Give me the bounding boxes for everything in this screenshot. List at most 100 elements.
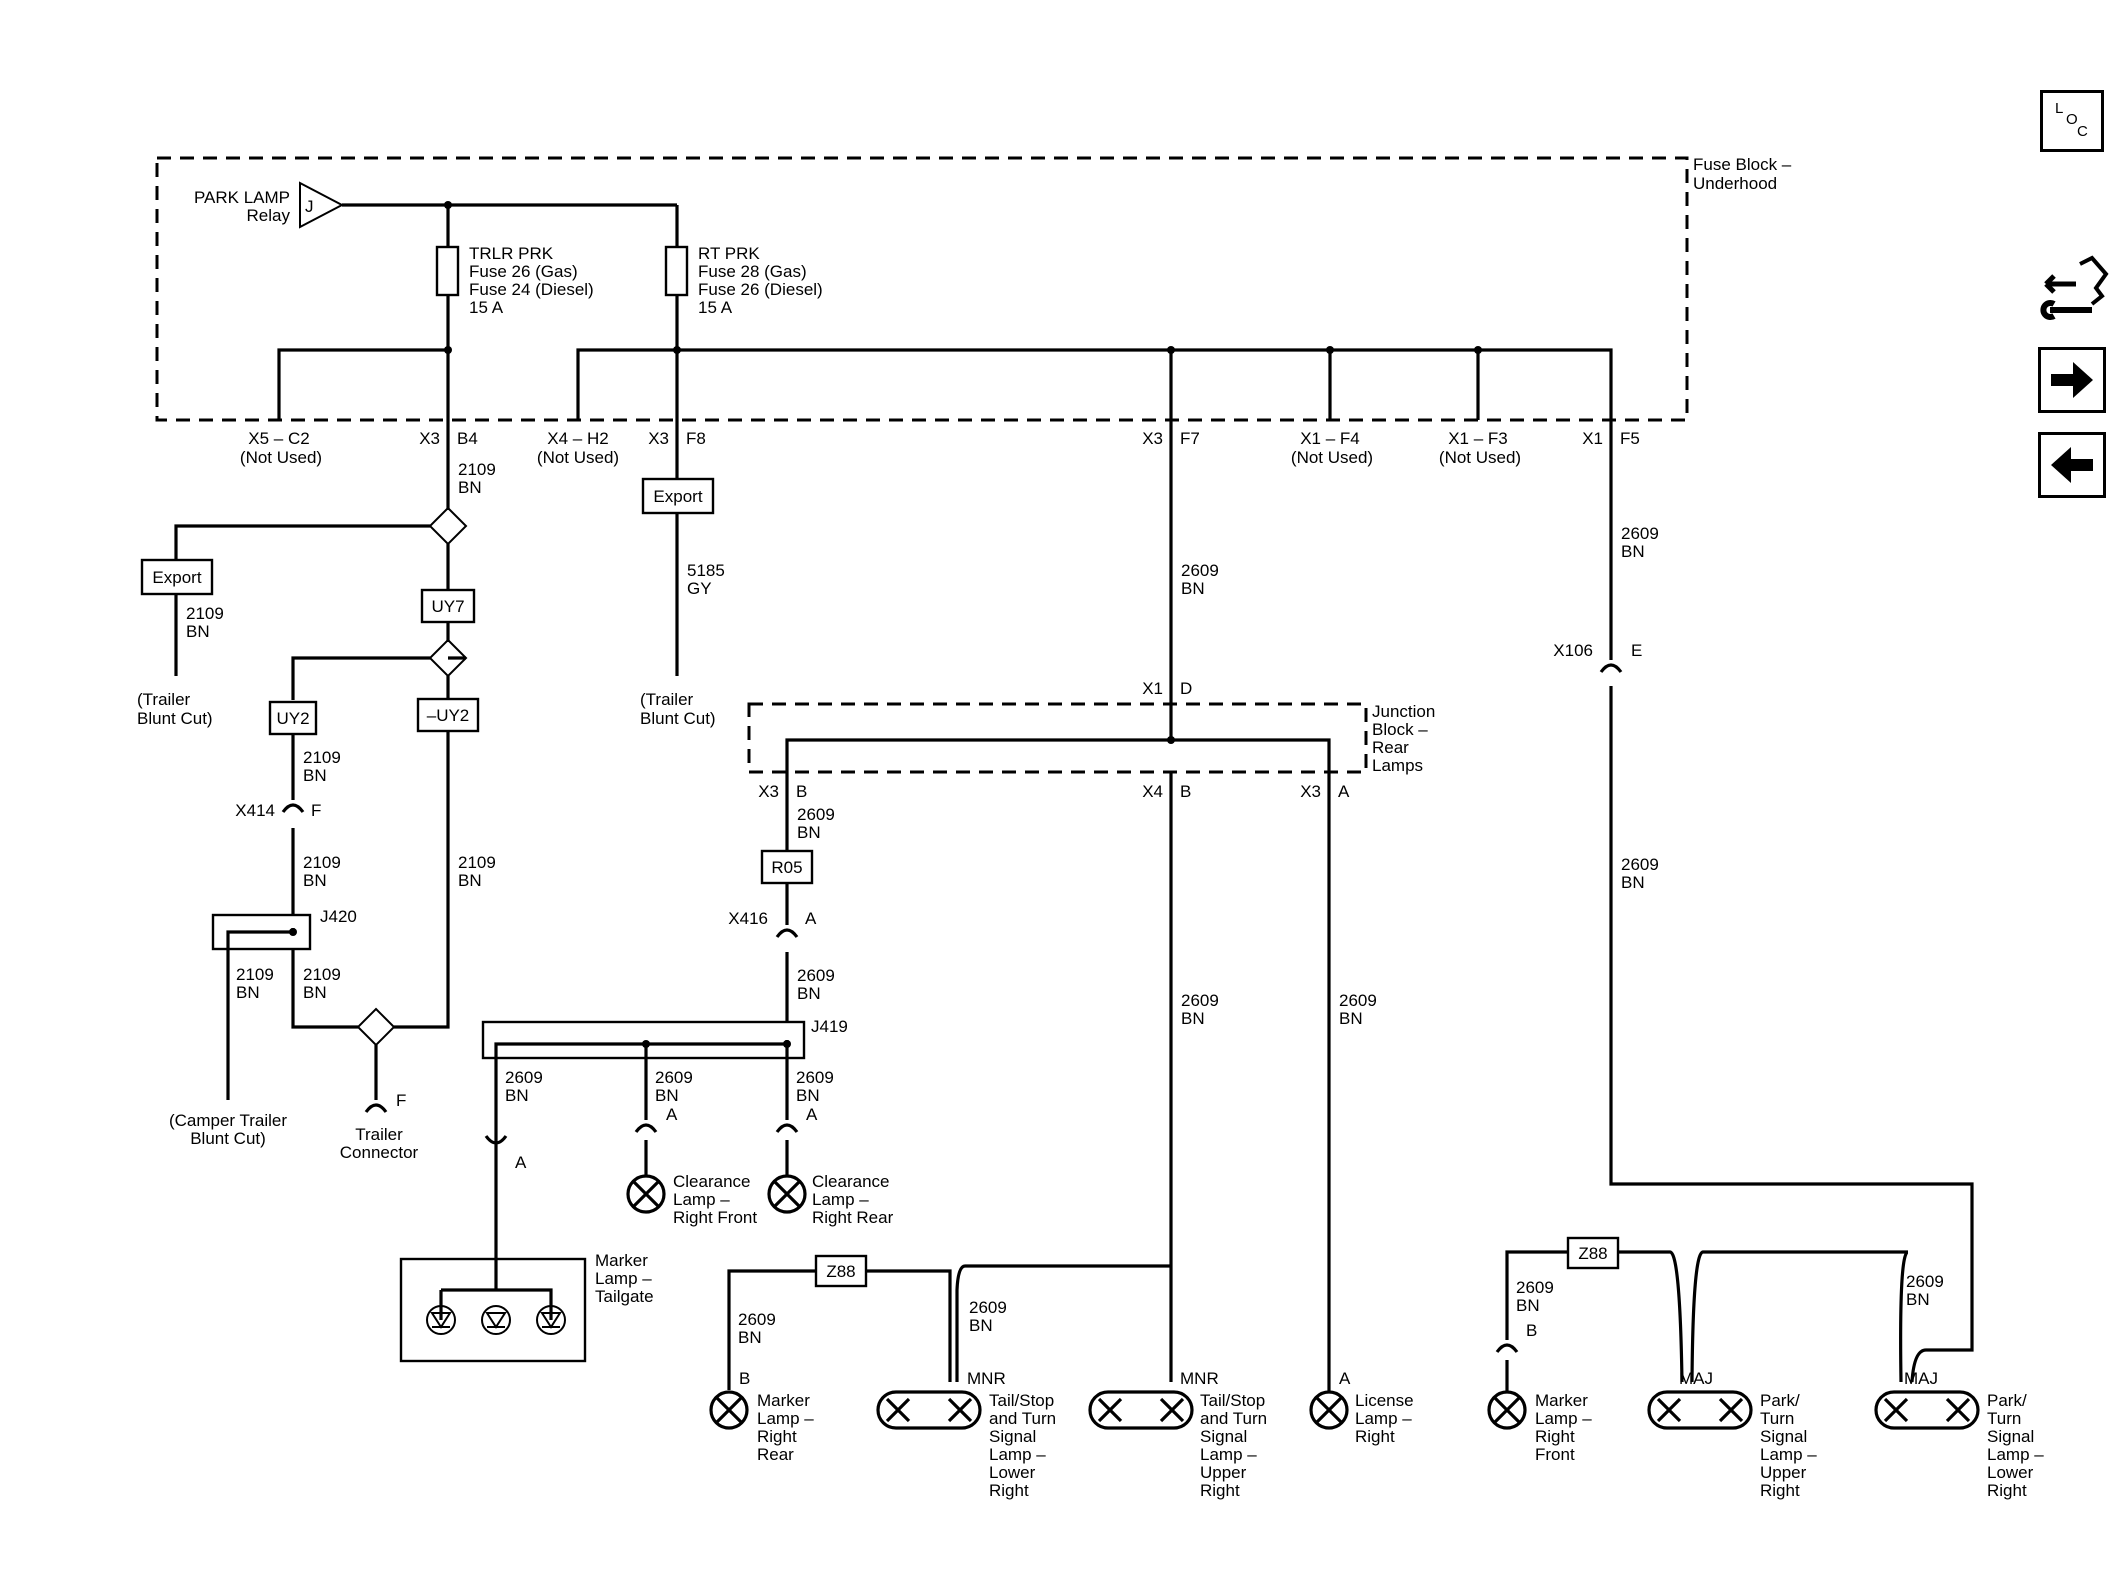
tail-upper-label: and Turn	[1200, 1409, 1267, 1428]
wire-label: 2609	[796, 1068, 834, 1087]
park-upper-label: Lamp –	[1760, 1445, 1817, 1464]
connector-view-icon[interactable]	[2040, 252, 2112, 324]
export-label: Export	[653, 487, 702, 506]
clear-front-pin: A	[666, 1105, 678, 1124]
location-icon[interactable]: L O C	[2040, 90, 2104, 152]
export-label: Export	[152, 568, 201, 587]
bus-2	[576, 348, 1613, 420]
junction-bus	[785, 738, 1331, 772]
x414-label: X414	[235, 801, 275, 820]
wire-z88-front	[1505, 1250, 1909, 1383]
wire-label: 2609	[1621, 855, 1659, 874]
wire-label: 2609	[797, 966, 835, 985]
clearance-front-label: Clearance	[673, 1172, 751, 1191]
uy2-box	[268, 700, 318, 736]
wire-label: 2609	[1621, 524, 1659, 543]
uy7-label: UY7	[431, 597, 464, 616]
wire-label: BN	[1181, 1009, 1205, 1028]
wire-label: BN	[797, 823, 821, 842]
park-lower-label: Lamp –	[1987, 1445, 2044, 1464]
splice-dot	[289, 928, 297, 936]
j419-label: J419	[811, 1017, 848, 1036]
junction-block-title: Lamps	[1372, 756, 1423, 775]
junction-out-conn: X3	[758, 782, 779, 801]
fuse-block-title: Underhood	[1693, 174, 1777, 193]
wire-label: 2109	[236, 965, 274, 984]
relay-label: PARK LAMP	[194, 188, 290, 207]
wire-label: 2109	[186, 604, 224, 623]
fuse1-label: TRLR PRK	[469, 244, 554, 263]
tail-upper-label: Upper	[1200, 1463, 1247, 1482]
x416-label: X416	[728, 909, 768, 928]
led-icon	[481, 1305, 511, 1335]
tail-lower-label: and Turn	[989, 1409, 1056, 1428]
tailgate-label: Marker	[595, 1251, 648, 1270]
splice-dot	[1474, 346, 1482, 354]
marker-front-label: Right	[1535, 1427, 1575, 1446]
bus-1	[277, 348, 450, 420]
wire-j420-right	[291, 949, 358, 1029]
wire-label: 2109	[303, 748, 341, 767]
junction-block-title: Block –	[1372, 720, 1428, 739]
marker-front-label: Front	[1535, 1445, 1575, 1464]
junction-block-outline	[747, 702, 1368, 774]
trailer-connector-label: Connector	[340, 1143, 419, 1162]
park-lower-label: Right	[1987, 1481, 2027, 1500]
wire-label: 2609	[1906, 1272, 1944, 1291]
junction-out-conn: X4	[1142, 782, 1163, 801]
park-upper-label: Park/	[1760, 1391, 1800, 1410]
uy7-box	[420, 588, 476, 624]
junction-in-conn: X1	[1142, 679, 1163, 698]
trailer-blunt-cut: Blunt Cut)	[640, 709, 716, 728]
output-f5-conn: X1	[1582, 429, 1603, 448]
junction-block-title: Rear	[1372, 738, 1409, 757]
fuse2-label: Fuse 26 (Diesel)	[698, 280, 823, 299]
tailgate-label: Tailgate	[595, 1287, 654, 1306]
option-diamond	[428, 506, 468, 546]
tail-lower-pin: MNR	[967, 1369, 1006, 1388]
wire-x4-to-z88	[955, 1264, 1171, 1382]
clearance-rear-connector	[775, 1123, 799, 1133]
wire-label: 5185	[687, 561, 725, 580]
fuse1	[435, 245, 460, 297]
wire-label: BN	[303, 871, 327, 890]
wire-label: BN	[505, 1086, 529, 1105]
trailer-connector-label: Trailer	[355, 1125, 403, 1144]
output-x4-h2: X4 – H2	[547, 429, 608, 448]
lamp-icon	[767, 1174, 807, 1214]
trailer-blunt-cut: Blunt Cut)	[137, 709, 213, 728]
clearance-rear-label: Clearance	[812, 1172, 890, 1191]
wire-label: BN	[458, 478, 482, 497]
j420-internal	[226, 928, 295, 1100]
tail-upper-pin: MNR	[1180, 1369, 1219, 1388]
tailgate-pin: A	[515, 1153, 527, 1172]
output-b4-pin: B4	[457, 429, 478, 448]
z88-front-box	[1566, 1236, 1620, 1270]
splice-dot	[444, 346, 452, 354]
marker-front-label: Marker	[1535, 1391, 1588, 1410]
lamp-icon	[709, 1390, 749, 1430]
trailer-connector	[364, 1103, 388, 1113]
tailgate-label: Lamp –	[595, 1269, 652, 1288]
tail-lamp-lower	[876, 1390, 982, 1430]
license-pin: A	[1339, 1369, 1351, 1388]
tail-lower-label: Signal	[989, 1427, 1036, 1446]
marker-front-label: Lamp –	[1535, 1409, 1592, 1428]
wire-label: GY	[687, 579, 712, 598]
marker-rear-pin: B	[739, 1369, 750, 1388]
trailer-blunt-cut: (Trailer	[137, 690, 191, 709]
wire-label: BN	[1621, 542, 1645, 561]
previous-page-icon[interactable]	[2038, 432, 2106, 498]
next-page-icon[interactable]	[2038, 347, 2106, 413]
wire-label: 2609	[1181, 561, 1219, 580]
junction-out-pin: B	[1180, 782, 1191, 801]
park-upper-pin: MAJ	[1679, 1369, 1713, 1388]
fuse1-label: Fuse 26 (Gas)	[469, 262, 578, 281]
output-f5-pin: F5	[1620, 429, 1640, 448]
tailgate-marker-lamp	[399, 1257, 587, 1363]
wire-label: 2109	[458, 853, 496, 872]
clearance-front-label: Lamp –	[673, 1190, 730, 1209]
x416-pin: A	[805, 909, 817, 928]
wire-z88-rear	[727, 1269, 952, 1390]
loc-letter: L	[2055, 100, 2063, 117]
